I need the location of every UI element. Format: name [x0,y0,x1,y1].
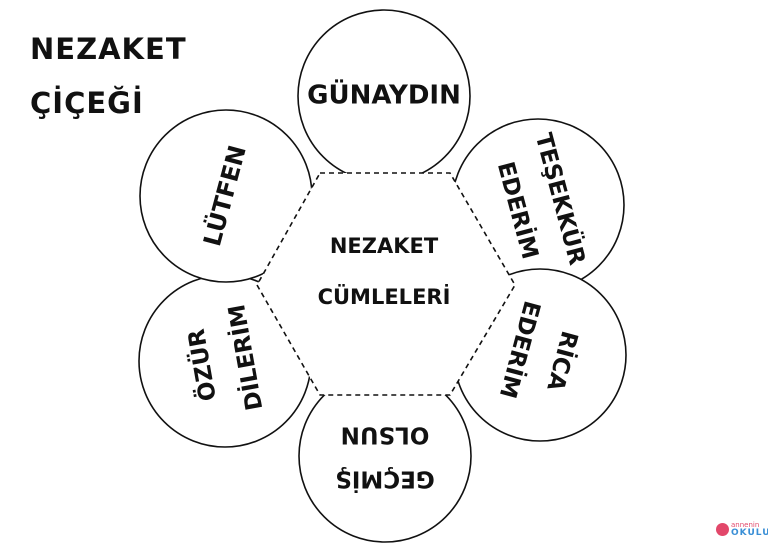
petal-label-4: GEÇMİŞ OLSUN [335,422,434,494]
title-line-1: NEZAKET [30,32,187,66]
logo-word-1: annenin [731,521,760,529]
brand-logo: annenin OKULU [716,521,768,538]
center-label-line-2: CÜMLELERİ [318,284,451,309]
center-hexagon [256,172,516,396]
petal-label-1: GÜNAYDIN [307,78,461,111]
girl-face-icon [716,522,729,536]
title-line-2: ÇİÇEĞİ [30,86,144,120]
center-label-line-1: NEZAKET [330,234,439,258]
petal-4-line-2: OLSUN [341,422,430,448]
diagram-title: NEZAKET ÇİÇEĞİ [30,22,187,130]
petal-4-line-1: GEÇMİŞ [335,466,434,494]
logo-word-2: OKULU [731,528,768,538]
petal-1-line-1: GÜNAYDIN [307,78,461,111]
